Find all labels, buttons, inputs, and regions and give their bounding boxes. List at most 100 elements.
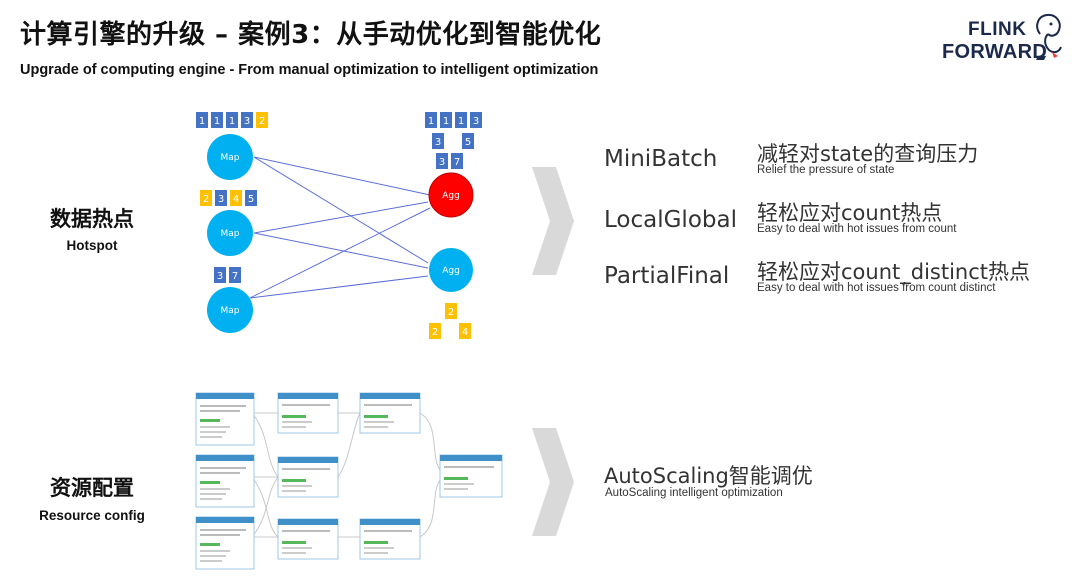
chip-label: 1 (214, 116, 220, 127)
chip (459, 323, 471, 339)
edge (253, 156, 429, 264)
chip (455, 112, 467, 128)
chip (226, 112, 238, 128)
agg-node-label: Agg (442, 191, 460, 201)
job-node (359, 392, 421, 434)
flink-forward-logo: FLINK FORWARD (938, 12, 1063, 68)
chip-label: 5 (465, 137, 471, 148)
chip (214, 267, 226, 283)
edge (253, 232, 429, 269)
chip-label: 5 (248, 194, 254, 205)
job-graph-thumbnail (195, 392, 503, 570)
chip-label: 2 (203, 194, 209, 205)
chip-label: 7 (454, 157, 460, 168)
chip-label: 1 (443, 116, 449, 127)
resource-label-cn: 资源配置 (50, 476, 134, 500)
autoscaling-subtitle: AutoScaling intelligent optimization (605, 487, 783, 499)
map2-queue: 2 3 4 5 (200, 190, 257, 206)
chip-label: 3 (217, 271, 223, 282)
chip (200, 190, 212, 206)
map-node-2: Map (207, 210, 253, 256)
page-title: 计算引擎的升级 – 案例3：从手动优化到智能优化 (20, 20, 602, 50)
job-node (195, 516, 255, 570)
option-cn: 减轻对state的查询压力 (757, 142, 979, 166)
chip-label: 1 (458, 116, 464, 127)
map-node-1: Map (207, 134, 253, 180)
chip-label: 4 (233, 194, 239, 205)
chip (215, 190, 227, 206)
chip (445, 303, 457, 319)
option-name: LocalGlobal (604, 207, 737, 233)
map3-queue: 3 7 (214, 267, 241, 283)
chip (241, 112, 253, 128)
chip-label: 1 (199, 116, 205, 127)
chip (451, 153, 463, 169)
map-node-label: Map (221, 306, 240, 316)
edge (253, 156, 431, 196)
chip-label: 3 (473, 116, 479, 127)
chip-label: 4 (462, 327, 468, 338)
chip (245, 190, 257, 206)
job-node (277, 392, 339, 434)
chip-label: 1 (428, 116, 434, 127)
resource-label-en: Resource config (39, 508, 145, 523)
hotspot-diagram: 1 1 1 3 2 2 3 4 5 3 7 Map Map Map 1 1 1 … (196, 112, 482, 339)
autoscaling-title: AutoScaling智能调优 (604, 464, 813, 488)
job-node (359, 518, 421, 560)
agg-node-label: Agg (442, 266, 460, 276)
edge (249, 275, 429, 299)
logo-line1: FLINK (968, 19, 1027, 40)
chip-label: 3 (435, 137, 441, 148)
agg1-queue: 1 1 1 3 3 5 3 7 (425, 112, 482, 169)
option-en: Easy to deal with hot issues from count … (757, 282, 996, 294)
option-cn: 轻松应对count热点 (757, 201, 943, 225)
chip (436, 153, 448, 169)
chip (196, 112, 208, 128)
map-node-3: Map (207, 287, 253, 333)
hotspot-label-cn: 数据热点 (50, 207, 134, 231)
edges (249, 156, 431, 299)
job-node (439, 454, 503, 498)
chip-label: 3 (218, 194, 224, 205)
arrow-chevron-icon (532, 428, 574, 536)
agg-node-hot: Agg (428, 172, 474, 218)
chip (211, 112, 223, 128)
agg-node-normal: Agg (429, 248, 473, 292)
arrow-chevron-icon (532, 167, 574, 275)
chip (229, 267, 241, 283)
chip (462, 133, 474, 149)
chip (429, 323, 441, 339)
edge (249, 207, 431, 299)
logo-line2: FORWARD (942, 41, 1048, 63)
map-node-label: Map (221, 153, 240, 163)
job-node (195, 392, 255, 446)
option-name: PartialFinal (604, 263, 730, 289)
chip-label: 2 (448, 307, 454, 318)
map1-queue: 1 1 1 3 2 (196, 112, 268, 128)
edge (253, 201, 429, 234)
chip (256, 112, 268, 128)
chip (230, 190, 242, 206)
chip-label: 1 (229, 116, 235, 127)
job-node (277, 456, 339, 498)
hotspot-label-en: Hotspot (66, 238, 118, 253)
chip (425, 112, 437, 128)
agg2-queue: 2 2 4 (429, 303, 471, 339)
chip-label: 3 (244, 116, 250, 127)
squirrel-icon (1036, 13, 1062, 60)
chip (470, 112, 482, 128)
map-node-label: Map (221, 229, 240, 239)
option-en: Easy to deal with hot issues from count (757, 223, 957, 235)
option-en: Relief the pressure of state (757, 164, 895, 176)
job-graph-edges (251, 412, 441, 538)
option-cn: 轻松应对count_distinct热点 (757, 260, 1031, 284)
option-name: MiniBatch (604, 146, 718, 172)
chip-label: 3 (439, 157, 445, 168)
job-node (277, 518, 339, 560)
chip (440, 112, 452, 128)
page-subtitle: Upgrade of computing engine - From manua… (20, 62, 599, 78)
chip (432, 133, 444, 149)
chip-label: 7 (232, 271, 238, 282)
job-node (195, 454, 255, 508)
chip-label: 2 (259, 116, 265, 127)
